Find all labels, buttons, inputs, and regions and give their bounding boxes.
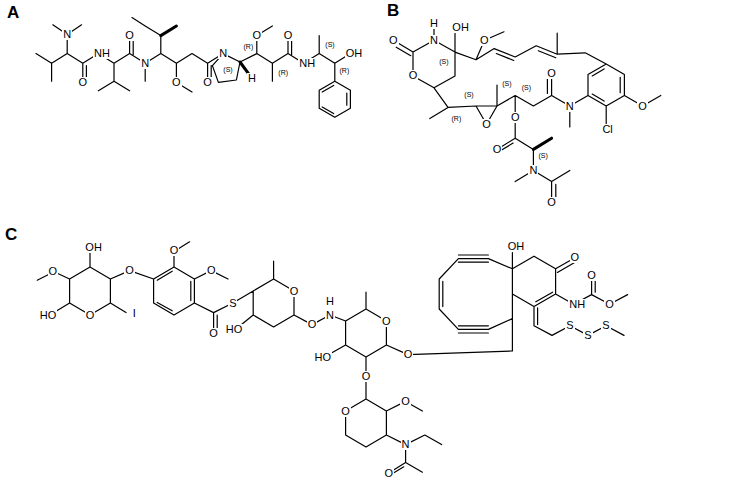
- atom-label: I: [132, 308, 137, 319]
- stereo-label: (S): [438, 58, 449, 65]
- atom-label: OH: [507, 241, 526, 252]
- stereo-label: (S): [501, 80, 512, 87]
- atom-label: O: [408, 70, 419, 81]
- atom-label: O: [169, 245, 180, 256]
- atom-label: O: [481, 119, 492, 130]
- atom-label: N: [565, 101, 575, 112]
- wedge-bond: [161, 26, 250, 75]
- atom-label: O: [492, 144, 503, 155]
- atom-label: O: [78, 77, 89, 88]
- stereo-label: (R): [339, 67, 351, 74]
- panel-letter: A: [6, 4, 20, 21]
- atom-label: N: [429, 35, 439, 46]
- atom-label: O: [403, 349, 414, 360]
- atom-label: O: [546, 68, 557, 79]
- atom-label: S: [601, 320, 610, 331]
- molecule-c: [37, 242, 627, 474]
- atom-label: O: [510, 112, 521, 123]
- stereo-label: (S): [521, 84, 532, 91]
- atom-label: HO: [225, 324, 244, 335]
- atom-label: O: [202, 77, 213, 88]
- bond-lines: [393, 28, 660, 203]
- stereo-label: (R): [451, 115, 463, 122]
- atom-label: OH: [451, 22, 470, 33]
- atom-label: O: [637, 101, 648, 112]
- atom-label: O: [586, 270, 597, 281]
- atom-label: N: [401, 439, 411, 450]
- atom-label: O: [289, 286, 300, 297]
- atom-label: OH: [84, 242, 103, 253]
- atom-label: O: [124, 30, 135, 41]
- molecule-a: [36, 18, 350, 118]
- stereo-label: (S): [324, 41, 335, 48]
- atom-label: O: [604, 299, 615, 310]
- atom-label: O: [171, 77, 182, 88]
- atom-label: NH: [568, 299, 586, 310]
- atom-label: NH: [93, 48, 111, 59]
- atom-label: O: [340, 406, 351, 417]
- atom-label: O: [283, 30, 294, 41]
- atom-label: H: [429, 18, 439, 29]
- atom-label: O: [384, 468, 395, 479]
- atom-label: O: [361, 371, 372, 382]
- atom-label: O: [208, 328, 219, 339]
- stereo-label: (S): [222, 66, 233, 73]
- atom-label: O: [381, 316, 392, 327]
- atom-label: S: [228, 298, 237, 309]
- wedge-bond: [533, 138, 551, 149]
- stereo-label: (R): [277, 69, 289, 76]
- atom-label: N: [325, 310, 335, 321]
- atom-label: NH: [298, 58, 316, 69]
- atom-label: HO: [39, 310, 58, 321]
- atom-label: N: [62, 29, 72, 40]
- atom-label: N: [218, 48, 228, 59]
- molecule-b: [393, 28, 660, 203]
- bond-lines: [36, 18, 350, 118]
- atom-label: O: [479, 35, 490, 46]
- atom-label: O: [570, 252, 581, 263]
- panel-letter: C: [4, 226, 18, 243]
- atom-label: N: [528, 165, 538, 176]
- atom-label: OH: [345, 48, 364, 59]
- atom-label: O: [48, 266, 59, 277]
- panel-letter: B: [386, 2, 400, 19]
- atom-label: H: [325, 296, 335, 307]
- atom-label: Cl: [601, 124, 613, 135]
- atom-label: H: [247, 73, 257, 84]
- atom-label: HO: [314, 352, 333, 363]
- atom-label: N: [140, 58, 150, 69]
- stereo-label: (S): [463, 91, 474, 98]
- atom-label: S: [565, 320, 574, 331]
- atom-label: O: [307, 319, 318, 330]
- atom-label: S: [583, 330, 592, 341]
- atom-label: O: [124, 265, 135, 276]
- atom-label: O: [388, 35, 399, 46]
- atom-label: O: [206, 265, 217, 276]
- atom-label: O: [400, 396, 411, 407]
- bond-lines: [37, 242, 627, 474]
- stereo-label: (S): [538, 152, 549, 159]
- atom-label: O: [85, 310, 96, 321]
- atom-label: O: [546, 197, 557, 208]
- stereo-label: (R): [243, 43, 255, 50]
- atom-label: O: [252, 30, 263, 41]
